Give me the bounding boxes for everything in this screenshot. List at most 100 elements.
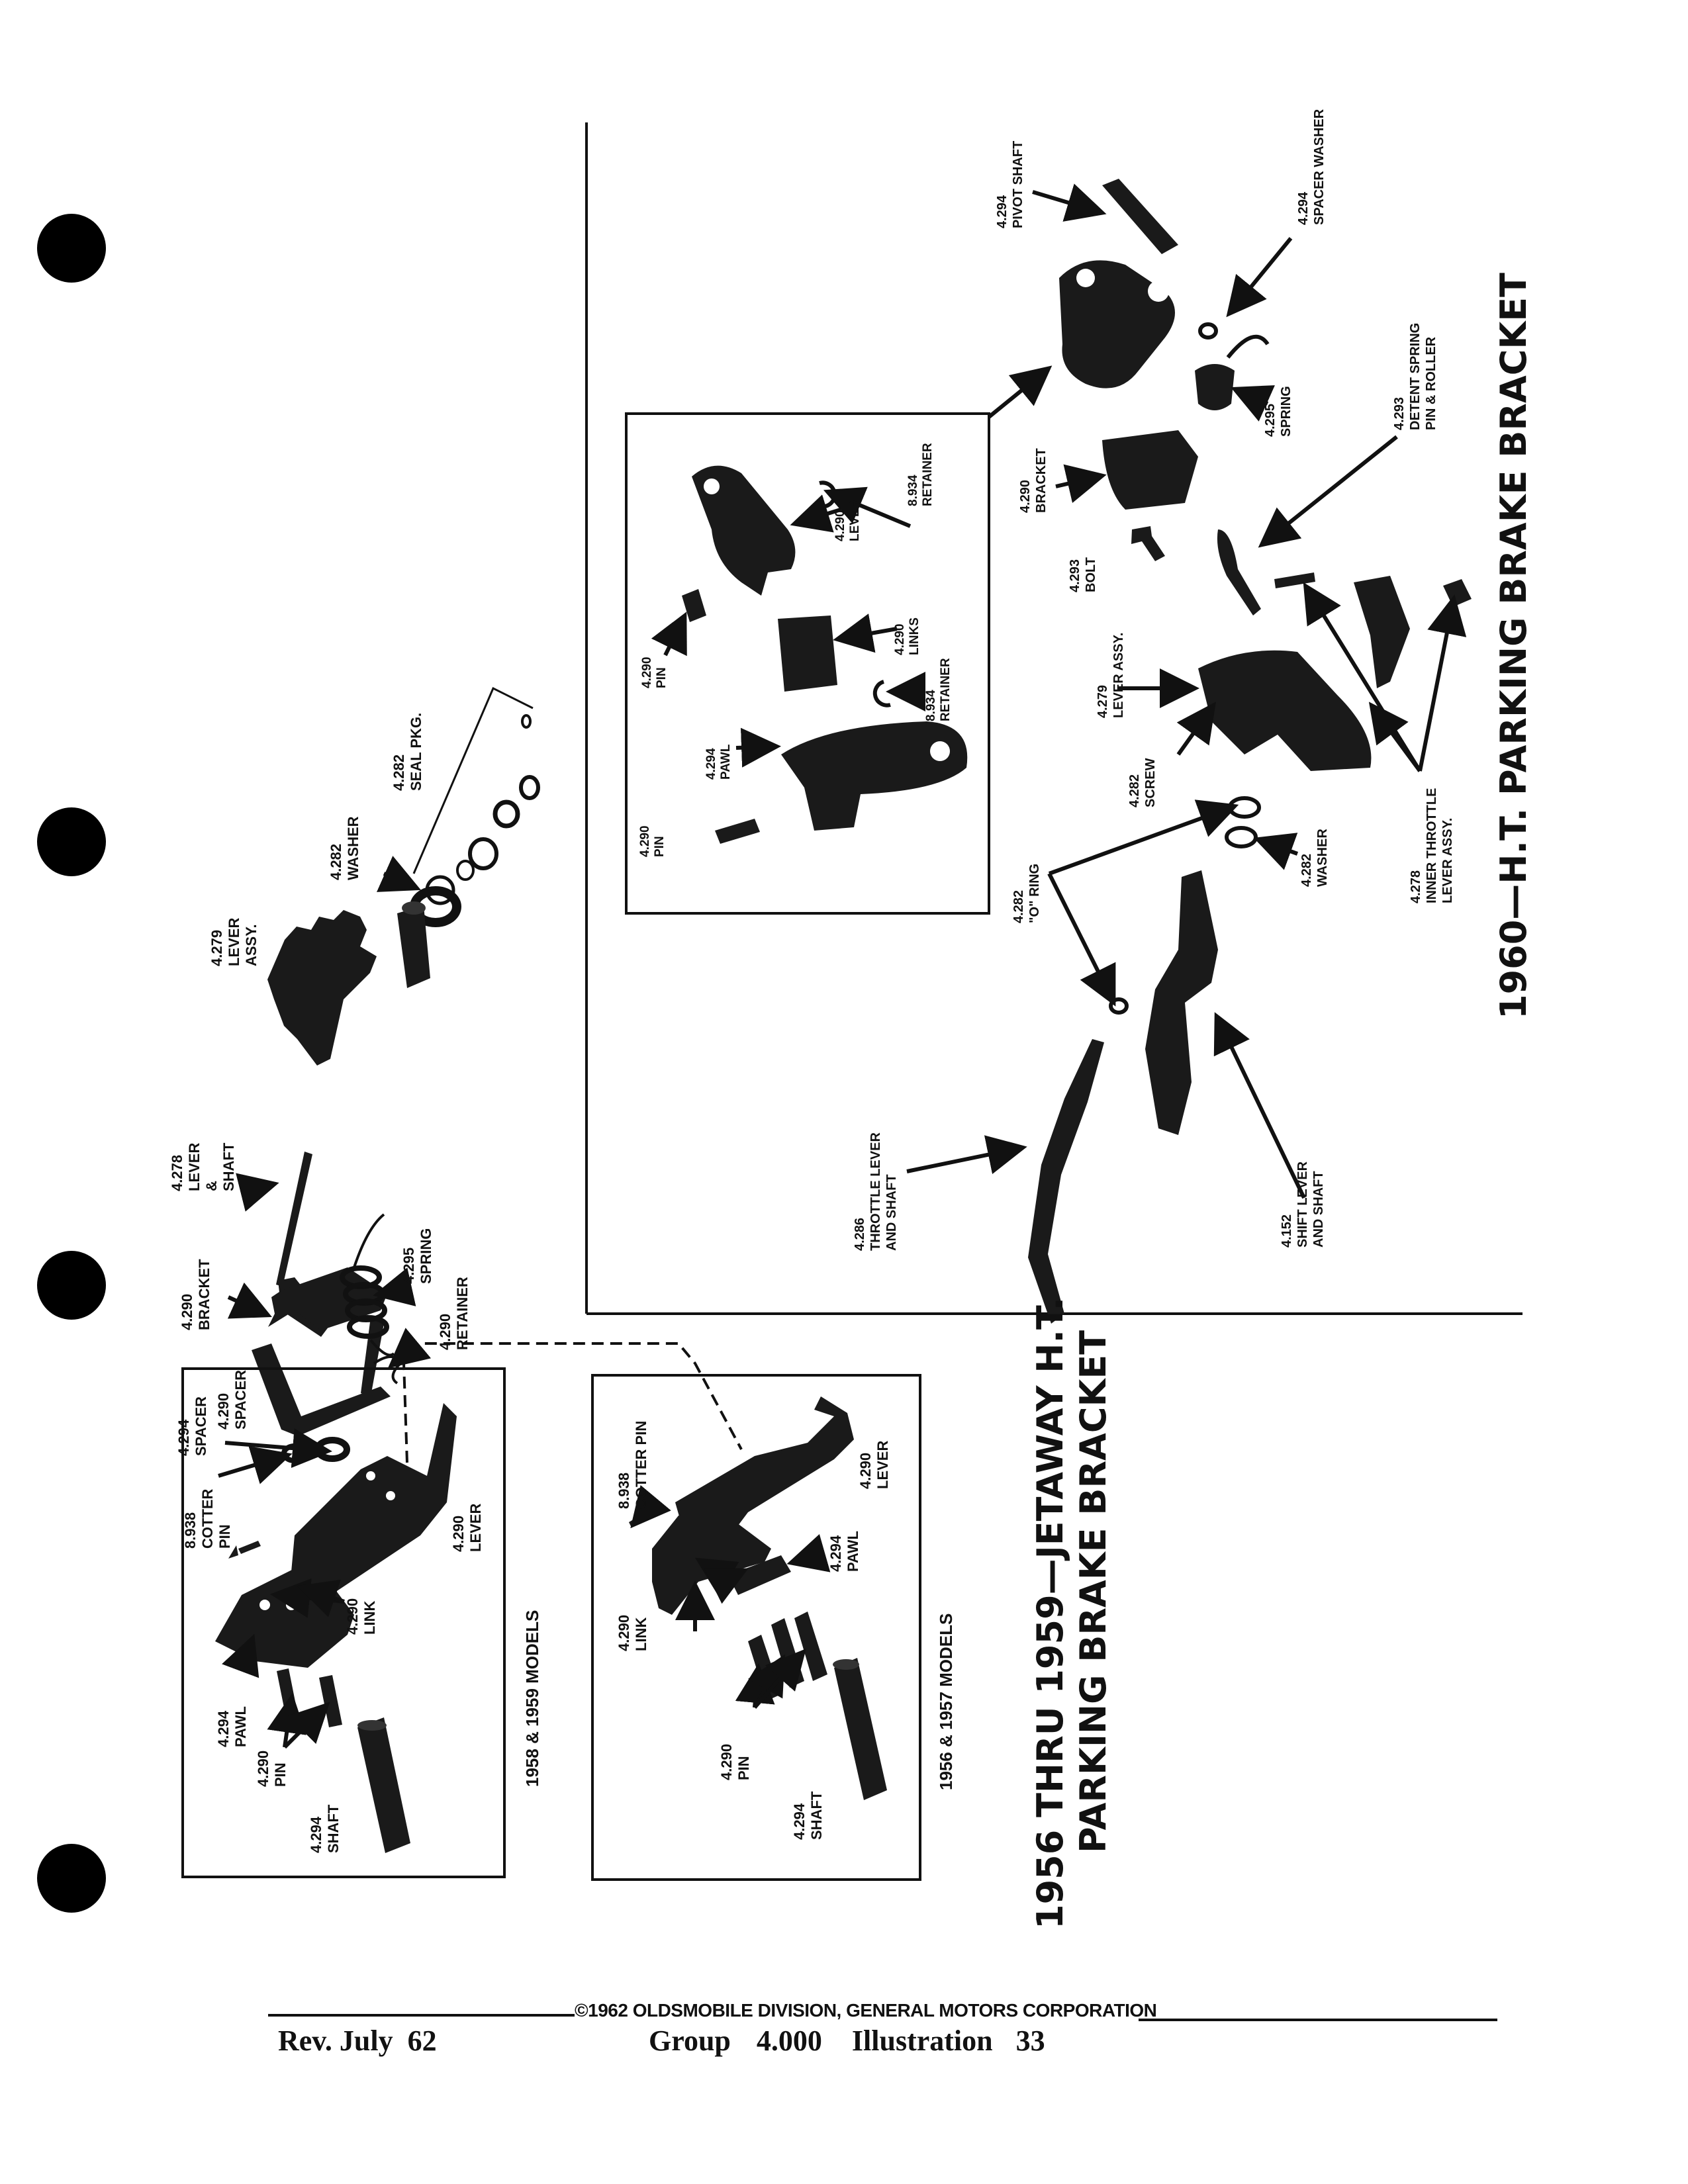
svg-text:4.294SPACER WASHER: 4.294SPACER WASHER — [1296, 109, 1327, 225]
illustration-label: Illustration — [851, 2025, 993, 2057]
title-1956-line1: 1956 THRU 1959—JETAWAY H.T. — [1029, 1297, 1071, 1929]
screw-part — [1208, 696, 1221, 707]
svg-text:4.290LINK: 4.290LINK — [616, 1615, 649, 1651]
svg-text:4.290LINKS: 4.290LINKS — [893, 617, 921, 655]
box-1956-1957 — [591, 1374, 921, 1881]
detent-spring-part — [1217, 529, 1261, 615]
svg-text:4.290LEVER: 4.290LEVER — [450, 1504, 484, 1552]
svg-text:4.294PAWL: 4.294PAWL — [827, 1531, 861, 1572]
pivot-bracket-hole — [1148, 281, 1169, 302]
caption-1956: 1956 & 1957 MODELS — [936, 1614, 956, 1790]
svg-text:4.290PIN: 4.290PIN — [640, 657, 669, 688]
svg-text:8.934RETAINER: 8.934RETAINER — [924, 658, 953, 721]
o-ring-part — [1109, 997, 1129, 1015]
labels-1956: 8.938COTTER PIN 4.290LEVER 4.294PAWL 4.2… — [616, 1421, 891, 1840]
binder-hole — [37, 214, 106, 283]
inset-1960-leader — [988, 365, 1053, 419]
washer-part — [1228, 796, 1261, 819]
roller-part — [1443, 579, 1472, 607]
svg-text:4.282SEAL PKG.: 4.282SEAL PKG. — [391, 713, 424, 791]
svg-text:4.295SPRING: 4.295SPRING — [400, 1228, 434, 1284]
inner-throttle-bolt — [1274, 572, 1315, 588]
svg-text:4.290RETAINER: 4.290RETAINER — [437, 1277, 471, 1350]
svg-text:4.282WASHER: 4.282WASHER — [1299, 829, 1330, 887]
footer-revision: Rev. July 62 — [278, 2025, 437, 2057]
svg-text:4.294SHAFT: 4.294SHAFT — [308, 1804, 342, 1853]
svg-text:4.282WASHER: 4.282WASHER — [328, 816, 361, 880]
svg-text:8.934RETAINER: 8.934RETAINER — [906, 443, 935, 506]
labels-1958: 8.938COTTERPIN 4.290LEVER 4.290LINK 4.29… — [182, 1488, 484, 1853]
dashed-connection — [402, 1342, 743, 1463]
svg-text:4.278LEVER&SHAFT: 4.278LEVER&SHAFT — [169, 1142, 237, 1191]
svg-text:4.282"O" RING: 4.282"O" RING — [1011, 864, 1042, 923]
spacer-washer-part — [1198, 322, 1218, 340]
inset-retainer-bottom-shape — [872, 680, 891, 707]
arrows-1958 — [218, 1428, 345, 1749]
arrows-1956-main — [227, 856, 432, 1369]
arrows-1956 — [630, 1484, 831, 1709]
lever-assy-part — [1198, 650, 1372, 771]
svg-text:4.290BRACKET: 4.290BRACKET — [179, 1259, 212, 1330]
inset-pin-top-part — [682, 589, 706, 622]
bracket-1956-part — [252, 1213, 395, 1436]
binder-hole — [37, 1251, 106, 1320]
seal-pkg-group — [412, 686, 540, 905]
arrows-1960 — [906, 183, 1467, 1199]
footer-copyright: ©1962 OLDSMOBILE DIVISION, GENERAL MOTOR… — [575, 2000, 1157, 2021]
binder-hole — [37, 1844, 106, 1913]
svg-text:8.938COTTER PIN: 8.938COTTER PIN — [616, 1421, 649, 1509]
svg-text:4.295SPRING: 4.295SPRING — [1263, 386, 1293, 437]
svg-text:4.290BRACKET: 4.290BRACKET — [1018, 448, 1049, 513]
svg-text:4.294SHAFT: 4.294SHAFT — [791, 1791, 825, 1840]
labels-1956-main: 4.282SEAL PKG. 4.282WASHER 4.279LEVERASS… — [169, 713, 471, 1456]
inset-pin-bottom-part — [715, 819, 760, 844]
washer-part-2 — [1225, 826, 1258, 848]
parts-1956 — [629, 1396, 887, 1800]
throttle-lever-part — [1028, 1039, 1104, 1324]
group-label: Group — [649, 2025, 731, 2057]
spring-tail — [1226, 334, 1270, 359]
svg-text:4.290PIN: 4.290PIN — [718, 1744, 752, 1780]
inset-1960-labels: 4.290LEVER 8.934RETAINER 4.290PIN 4.290L… — [638, 443, 953, 857]
svg-text:4.294PAWL: 4.294PAWL — [215, 1706, 249, 1747]
pivot-bracket-part — [1059, 260, 1175, 388]
svg-text:8.938COTTERPIN: 8.938COTTERPIN — [182, 1488, 233, 1549]
parts-1958 — [215, 1403, 457, 1853]
group-value: 4.000 — [756, 2025, 822, 2057]
svg-text:4.290LINK: 4.290LINK — [344, 1598, 378, 1635]
box-1958-1959 — [181, 1367, 506, 1878]
parts-1960 — [1028, 179, 1472, 1324]
bolt-part — [1131, 526, 1165, 561]
svg-text:4.290PIN: 4.290PIN — [638, 825, 667, 857]
inner-throttle-lever-part — [1354, 576, 1410, 688]
svg-text:4.290SPACER: 4.290SPACER — [215, 1370, 249, 1430]
inset-lever-hole — [704, 478, 720, 494]
inset-pawl-part — [781, 721, 968, 831]
svg-text:4.294PAWL: 4.294PAWL — [704, 744, 733, 780]
inset-1960-arrows — [651, 486, 925, 768]
shift-lever-part — [1145, 870, 1218, 1135]
spring-part — [1195, 364, 1235, 410]
svg-text:4.290LEVER: 4.290LEVER — [833, 499, 862, 541]
binder-holes — [37, 214, 106, 1913]
svg-text:4.290LEVER: 4.290LEVER — [857, 1441, 891, 1489]
inset-pawl-hole — [930, 741, 950, 761]
inset-1960-parts — [682, 465, 968, 844]
illustration-value: 33 — [1015, 2025, 1045, 2057]
lever-assy-1956-part — [267, 901, 430, 1066]
caption-1958: 1958 & 1959 MODELS — [522, 1610, 542, 1787]
pivot-bracket-hole — [1076, 269, 1095, 287]
svg-text:4.294SPACER: 4.294SPACER — [175, 1396, 209, 1456]
svg-text:4.290PIN: 4.290PIN — [255, 1751, 289, 1787]
title-1960: 1960—H.T. PARKING BRAKE BRACKET — [1493, 273, 1534, 1019]
inset-lever-part — [692, 465, 796, 596]
